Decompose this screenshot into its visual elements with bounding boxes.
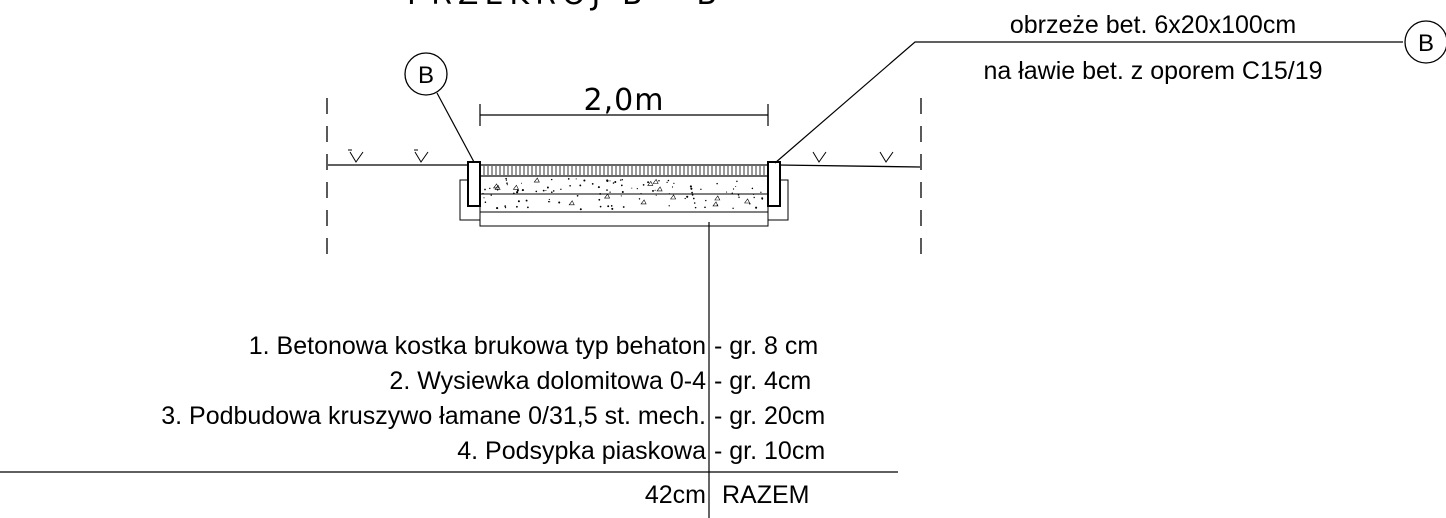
section-title: PRZEKRÓJ B - B [407,0,723,12]
left-curb [467,161,481,207]
callout-leader-left [436,92,475,163]
callout-leader-right [774,41,1403,164]
layer-thickness: - gr. 8 cm [714,332,818,360]
layer-name: 4. Podsypka piaskowa [457,437,706,465]
section-boundary-lines [326,98,922,262]
aggregate-texture [482,177,764,211]
right-curb [767,161,781,207]
aggregate-base-layer [479,193,769,213]
dimension-label: 2,0m [584,83,665,118]
total-value: 42cm [645,481,706,509]
layer-name: 1. Betonowa kostka brukowa typ behaton [249,332,706,360]
vegetation-symbols [348,149,894,163]
layer-thickness: - gr. 10cm [714,437,825,465]
layer-thickness: - gr. 20cm [714,402,825,430]
callout-marker-left-label: B [418,62,434,89]
callout-marker-right-label: B [1418,30,1434,57]
ground-line [328,164,921,168]
sand-layer [479,211,769,227]
width-dimension [479,104,769,126]
layer-name: 2. Wysiewka dolomitowa 0-4 [389,367,706,395]
total-label: RAZEM [722,481,810,509]
paving-hatch [483,166,765,175]
right-bench [768,179,789,221]
pavement-structure [459,161,789,227]
dolomite-layer [479,175,769,195]
callout-text-line2: na ławie bet. z oporem C15/19 [983,57,1322,85]
layer-thickness: - gr. 4cm [714,367,811,395]
layer-legend: 1. Betonowa kostka brukowa typ behaton -… [161,332,825,509]
callout-text-line1: obrzeże bet. 6x20x100cm [1010,11,1296,39]
left-bench [459,179,480,221]
callout-marker-right [1404,20,1446,64]
layer-name: 3. Podbudowa kruszywo łamane 0/31,5 st. … [161,402,706,430]
callout-marker-left [404,52,448,96]
